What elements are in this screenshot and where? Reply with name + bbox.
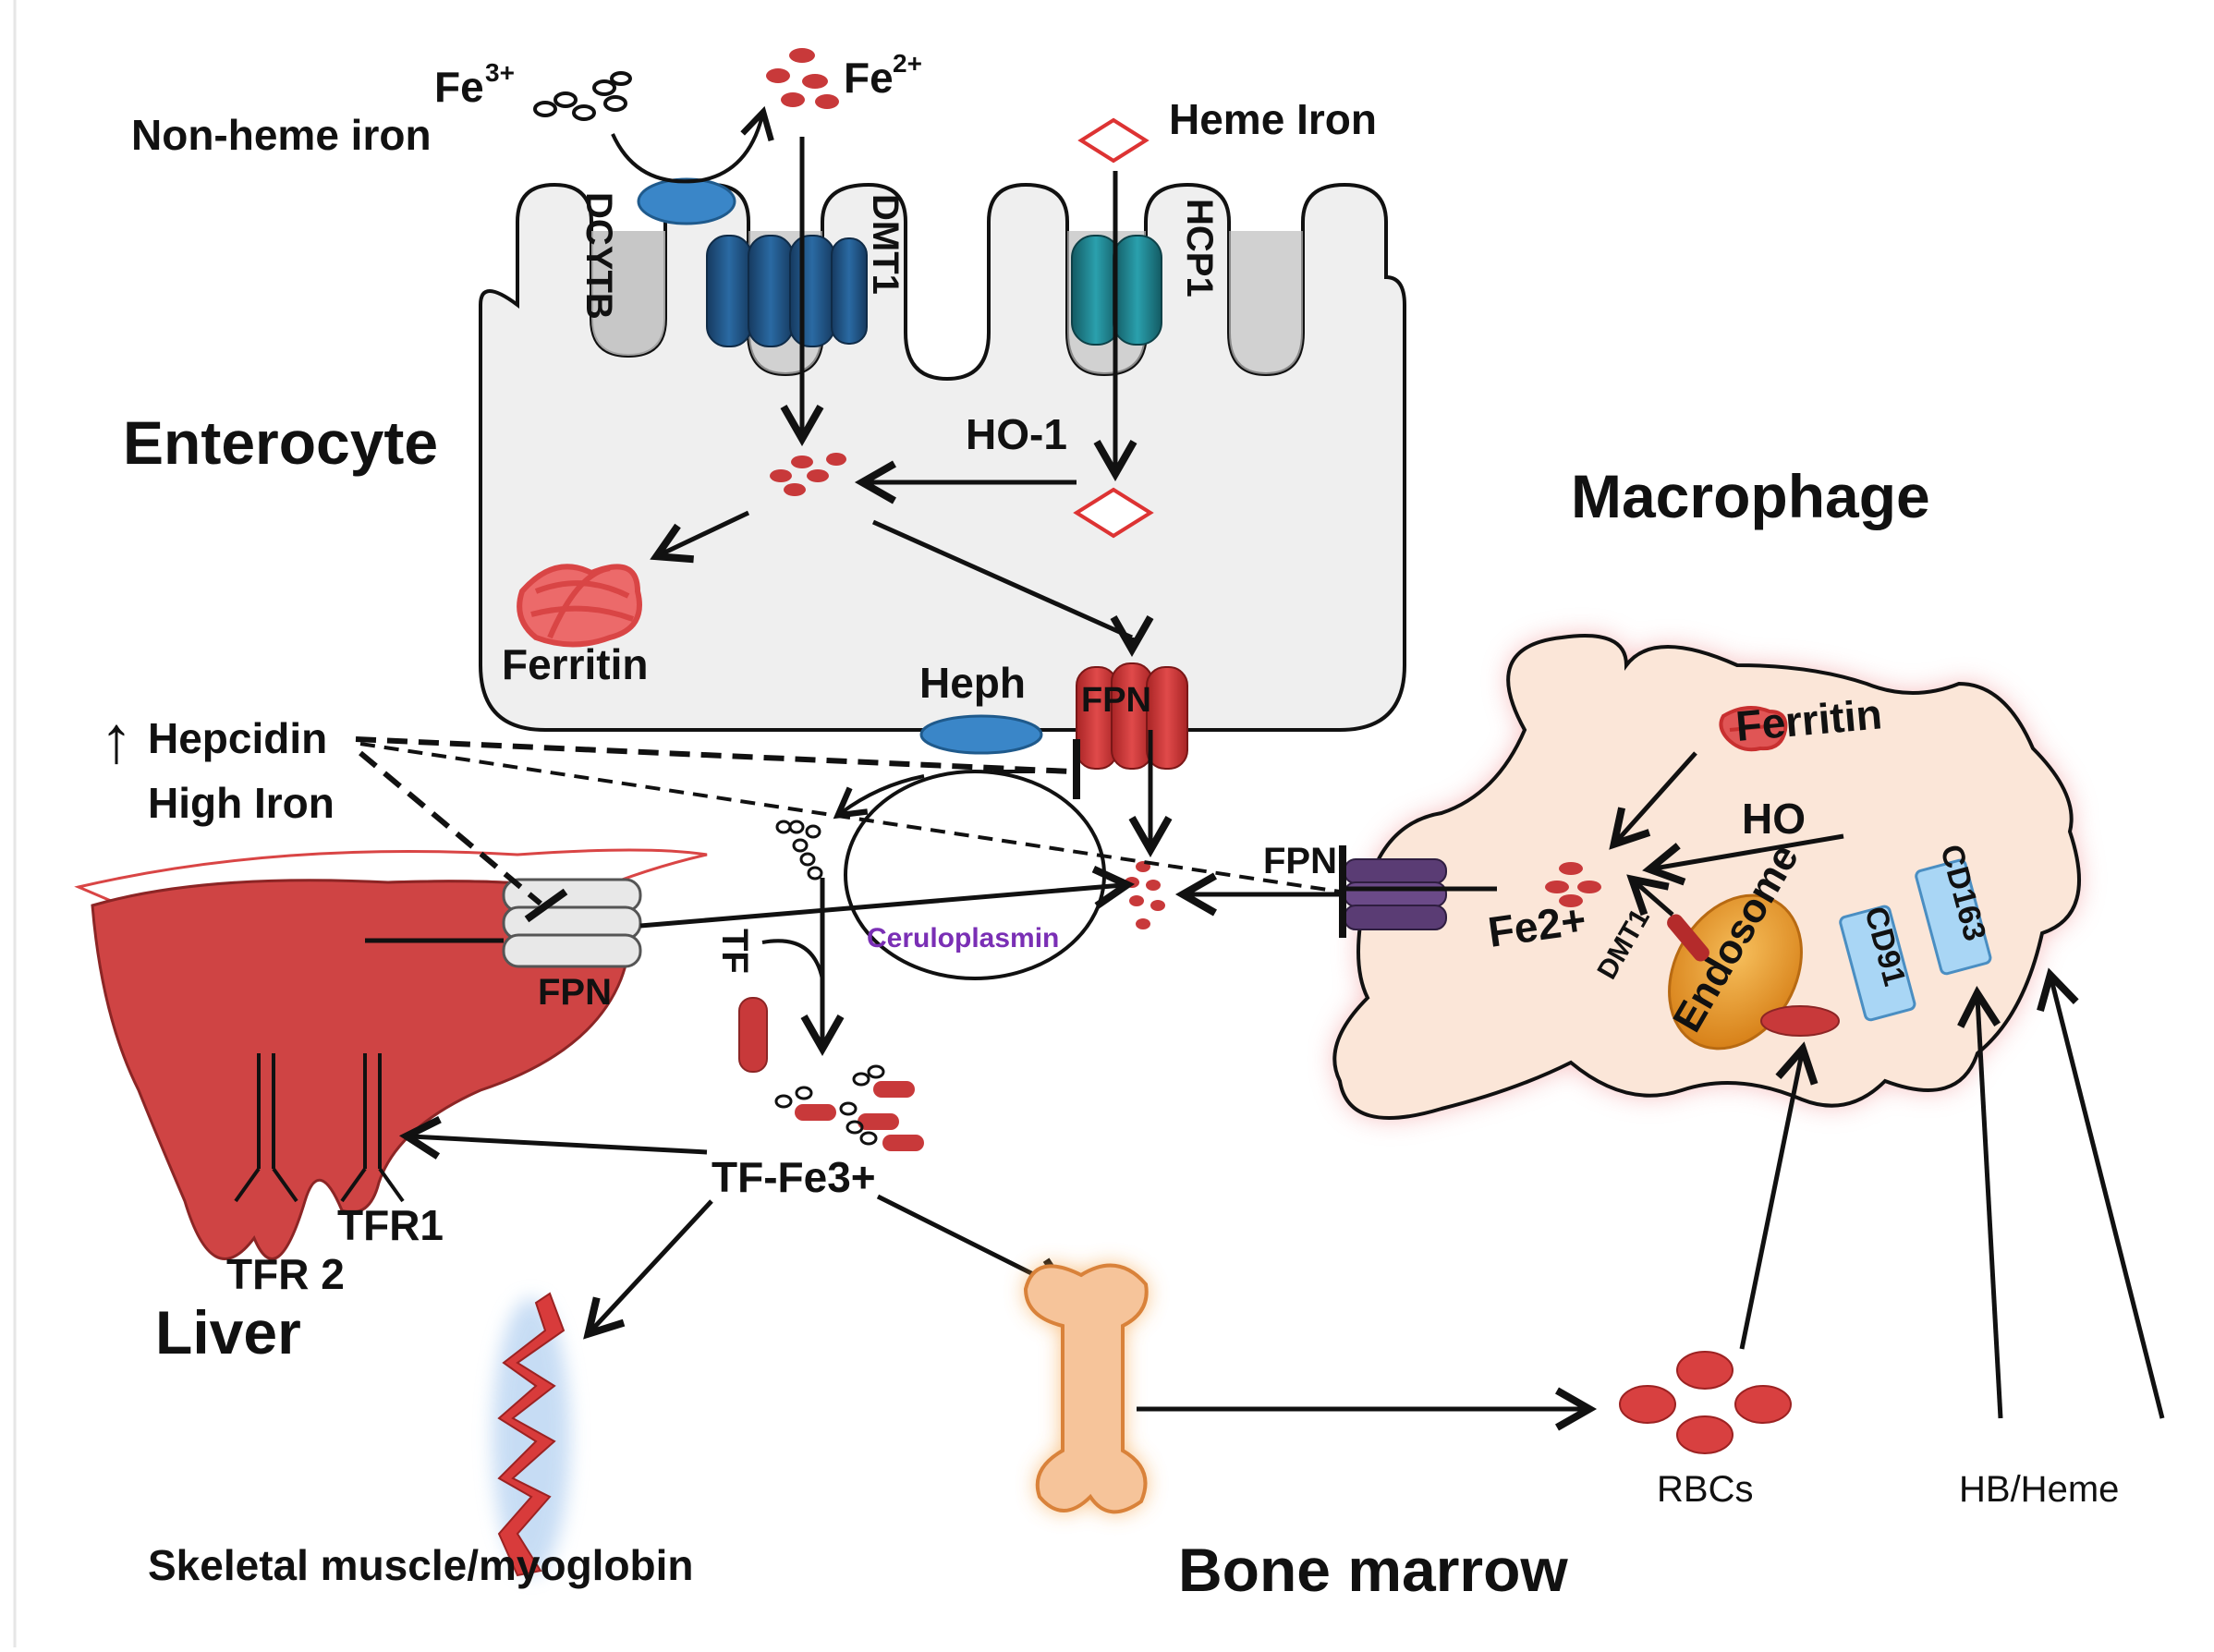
fpn-macrophage-label: FPN — [1263, 841, 1337, 881]
fe2-label: Fe — [844, 54, 894, 102]
reduction-arrow — [611, 105, 774, 184]
macrophage-ho-arrow — [1642, 833, 1844, 886]
muscle-icon — [497, 1292, 566, 1577]
ceruloplasmin-arc-arrow — [833, 774, 925, 820]
dmt1-label: DMT1 — [865, 194, 906, 295]
rbc-macrophage-icon — [1760, 1005, 1840, 1037]
cd163-receptor — [1915, 858, 1992, 976]
hepcidin-up-arrow: ↑ — [100, 703, 133, 777]
heme-diamond-icon — [1077, 117, 1150, 164]
endosome-export-arrow — [1626, 874, 1674, 917]
tf-protein — [738, 997, 768, 1073]
ho1-label: HO-1 — [966, 410, 1067, 458]
heme-internal-diamond-icon — [1073, 487, 1154, 539]
fe3-plasma-cluster-icon — [775, 820, 823, 881]
dmt1-macrophage-protein — [1667, 914, 1709, 962]
hb-heme-label: HB/Heme — [1959, 1469, 2119, 1510]
fpn-liver-transporter — [502, 878, 642, 968]
skeletal-muscle-label: Skeletal muscle/myoglobin — [148, 1541, 694, 1589]
hepcidin-to-liver-dashed — [359, 750, 542, 906]
hepcidin-to-macrophage-dashed — [359, 742, 1341, 893]
rbcs-label: RBCs — [1657, 1469, 1753, 1510]
to-fpn-arrow — [871, 519, 1134, 640]
liver-icon — [91, 879, 631, 1260]
rbc-to-macrophage-arrow — [1739, 1041, 1819, 1350]
high-iron-label: High Iron — [148, 779, 335, 827]
fe3-label: Fe — [434, 63, 484, 111]
tf-label: TF — [714, 929, 755, 974]
fe3-superscript: 3+ — [485, 58, 515, 87]
liver-inhibit-bar — [524, 888, 568, 923]
to-muscle-arrow — [583, 1199, 713, 1340]
liver-export-arrow — [639, 865, 1136, 929]
heme-to-cd163-arrow — [2037, 967, 2165, 1419]
to-ferritin-arrow — [650, 510, 750, 564]
hepcidin-to-heph-dashed — [355, 736, 1073, 774]
enterocyte-label: Enterocyte — [123, 408, 438, 477]
fe3-ion-cluster-icon — [533, 71, 632, 121]
bone-marrow-label: Bone marrow — [1178, 1536, 1568, 1604]
dcytb-protein — [637, 177, 736, 225]
hcp1-transporter — [1071, 235, 1162, 346]
bone-icon — [1023, 1263, 1149, 1514]
fe2-plasma-cluster-icon — [1125, 861, 1165, 929]
hcp1-label: HCP1 — [1179, 199, 1220, 298]
heph-protein — [919, 714, 1043, 755]
fe2-ion-cluster-icon — [766, 48, 839, 109]
heme-iron-label: Heme Iron — [1169, 95, 1377, 143]
ho-macrophage-label: HO — [1742, 795, 1806, 843]
rbc-icon — [1619, 1351, 1792, 1454]
fpn-macrophage-transporter — [1344, 858, 1447, 930]
dmt1-transporter — [706, 235, 868, 347]
fe3-label-group: Fe 3+ — [434, 58, 515, 111]
fe2-macrophage-cluster-icon — [1545, 862, 1601, 907]
ceruloplasmin-label: Ceruloplasmin — [867, 923, 1059, 954]
non-heme-iron-label: Non-heme iron — [131, 111, 432, 159]
tfr2-label: TFR 2 — [226, 1250, 345, 1298]
liver-label: Liver — [155, 1298, 301, 1367]
macrophage-label: Macrophage — [1571, 462, 1930, 530]
dcytb-label: DCYTB — [578, 192, 619, 320]
heph-label: Heph — [919, 659, 1026, 707]
tfr1-label: TFR1 — [337, 1201, 444, 1249]
hepcidin-label: Hepcidin — [148, 714, 327, 762]
cd91-receptor — [1839, 905, 1916, 1022]
tfr2-receptor-icon — [234, 1053, 298, 1203]
to-liver-arrow — [398, 1116, 708, 1160]
fpn-liver-label: FPN — [538, 972, 612, 1013]
ferritin-macrophage-icon — [1719, 706, 1788, 752]
fe2-label-group: Fe 2+ — [844, 49, 922, 102]
ferritin-enterocyte-label: Ferritin — [502, 640, 648, 688]
ferritin-icon — [517, 564, 642, 648]
fe2-superscript: 2+ — [893, 49, 922, 78]
tfr1-receptor-icon — [340, 1053, 405, 1203]
macrophage-ferritin-arrow — [1609, 751, 1697, 850]
hb-to-cd91-arrow — [1957, 985, 2003, 1419]
fpn-enterocyte-label: FPN — [1081, 681, 1151, 720]
tf-fe3-complex-icon — [774, 1064, 924, 1151]
tf-binding-arc — [761, 939, 824, 980]
fe-intracellular-cluster-icon — [770, 453, 846, 496]
tf-fe3-label: TF-Fe3+ — [712, 1153, 876, 1201]
fpn-enterocyte-transporter — [1076, 662, 1188, 770]
